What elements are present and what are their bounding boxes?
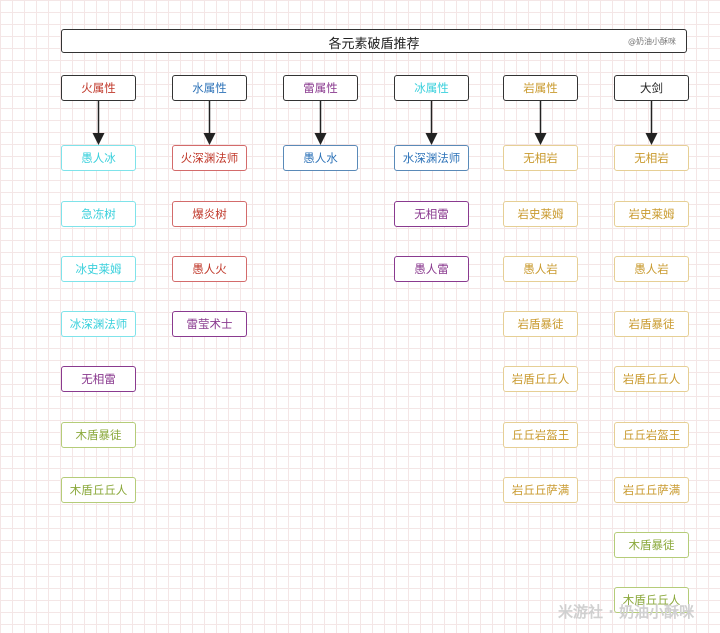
enemy-node-0-2: 冰史莱姆: [61, 256, 136, 282]
enemy-node-0-3: 冰深渊法师: [61, 311, 136, 337]
column-header-1: 水属性: [172, 75, 247, 101]
enemy-node-3-1: 无相雷: [394, 201, 469, 227]
bottom-watermark: 米游社 · 奶油小酥咪: [558, 603, 695, 621]
enemy-node-4-1: 岩史莱姆: [503, 201, 578, 227]
column-header-4: 岩属性: [503, 75, 578, 101]
enemy-node-4-4: 岩盾丘丘人: [503, 366, 578, 392]
title-box: 各元素破盾推荐 @奶油小酥咪: [61, 29, 687, 53]
enemy-node-4-2: 愚人岩: [503, 256, 578, 282]
enemy-node-5-5: 丘丘岩盔王: [614, 422, 689, 448]
enemy-node-0-6: 木盾丘丘人: [61, 477, 136, 503]
enemy-node-0-4: 无相雷: [61, 366, 136, 392]
enemy-node-1-2: 愚人火: [172, 256, 247, 282]
enemy-node-4-6: 岩丘丘萨满: [503, 477, 578, 503]
enemy-node-5-4: 岩盾丘丘人: [614, 366, 689, 392]
enemy-node-1-3: 雷莹术士: [172, 311, 247, 337]
enemy-node-5-7: 木盾暴徒: [614, 532, 689, 558]
enemy-node-5-0: 无相岩: [614, 145, 689, 171]
column-header-2: 雷属性: [283, 75, 358, 101]
column-header-0: 火属性: [61, 75, 136, 101]
enemy-node-4-0: 无相岩: [503, 145, 578, 171]
enemy-node-4-5: 丘丘岩盔王: [503, 422, 578, 448]
enemy-node-0-0: 愚人冰: [61, 145, 136, 171]
enemy-node-0-5: 木盾暴徒: [61, 422, 136, 448]
enemy-node-3-0: 水深渊法师: [394, 145, 469, 171]
column-header-5: 大剑: [614, 75, 689, 101]
enemy-node-2-0: 愚人水: [283, 145, 358, 171]
column-header-3: 冰属性: [394, 75, 469, 101]
enemy-node-4-3: 岩盾暴徒: [503, 311, 578, 337]
enemy-node-1-0: 火深渊法师: [172, 145, 247, 171]
enemy-node-0-1: 急冻树: [61, 201, 136, 227]
enemy-node-5-1: 岩史莱姆: [614, 201, 689, 227]
enemy-node-5-8: 木盾丘丘人: [614, 587, 689, 613]
enemy-node-3-2: 愚人雷: [394, 256, 469, 282]
diagram-title: 各元素破盾推荐: [328, 37, 420, 52]
enemy-node-5-6: 岩丘丘萨满: [614, 477, 689, 503]
enemy-node-1-1: 爆炎树: [172, 201, 247, 227]
enemy-node-5-2: 愚人岩: [614, 256, 689, 282]
author-tag: @奶油小酥咪: [628, 37, 676, 46]
enemy-node-5-3: 岩盾暴徒: [614, 311, 689, 337]
